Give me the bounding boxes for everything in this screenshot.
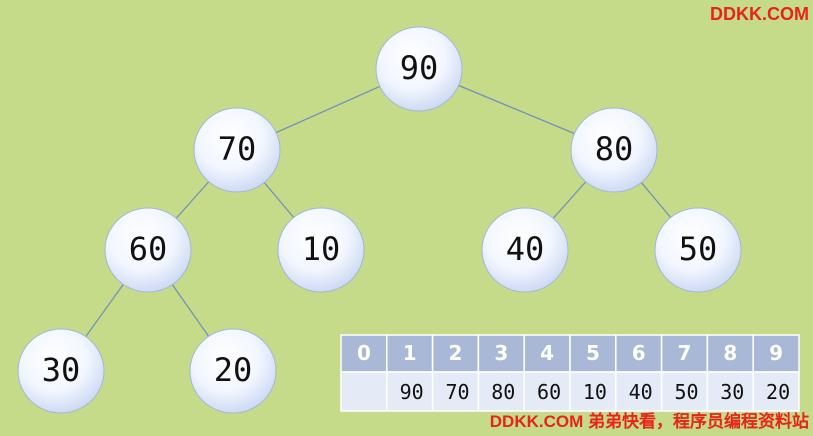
array-value-cell xyxy=(615,371,663,412)
array-value-label: 80 xyxy=(491,380,515,404)
array-index-label: 0 xyxy=(357,341,371,365)
tree-node-circle xyxy=(481,207,569,293)
tree-node: 10 xyxy=(277,207,365,293)
array-index-cell xyxy=(615,334,663,373)
array-value-label: 40 xyxy=(629,380,653,404)
array-index-label: 4 xyxy=(540,341,554,365)
tree-node-label: 90 xyxy=(400,49,439,87)
tree-node-label: 20 xyxy=(214,351,253,389)
array-value-cell xyxy=(340,371,388,412)
array-value-label: 20 xyxy=(766,380,790,404)
tree-node-circle xyxy=(104,207,192,293)
array-value-label: 90 xyxy=(400,380,424,404)
tree-node: 50 xyxy=(654,207,742,293)
array-value-cell xyxy=(386,371,434,412)
array-index-cell xyxy=(523,334,571,373)
array-index-label: 3 xyxy=(494,341,508,365)
tree-node-label: 50 xyxy=(679,230,718,268)
tree-node: 70 xyxy=(193,107,281,193)
tree-node-circle xyxy=(17,328,105,414)
tree-node-label: 10 xyxy=(302,230,341,268)
tree-node-label: 40 xyxy=(506,230,545,268)
tree-node-circle xyxy=(277,207,365,293)
tree-node: 20 xyxy=(189,328,277,414)
array-value-cell xyxy=(431,371,480,412)
array-value-cell xyxy=(660,371,709,412)
tree-node-circle xyxy=(189,328,277,414)
tree-node: 60 xyxy=(104,207,192,293)
array-index-label: 9 xyxy=(769,341,783,365)
array-index-label: 5 xyxy=(586,341,600,365)
array-value-label: 60 xyxy=(537,380,561,404)
array-index-cell xyxy=(386,334,434,373)
array-value-cell xyxy=(752,371,800,412)
tree-node-circle xyxy=(375,26,463,112)
array-index-cell xyxy=(477,334,525,373)
tree-node-label: 60 xyxy=(129,230,168,268)
tree-node: 30 xyxy=(17,328,105,414)
array-value-cell xyxy=(477,371,525,412)
tree-node: 40 xyxy=(481,207,569,293)
array-value-label: 10 xyxy=(583,380,607,404)
tree-node: 80 xyxy=(570,107,658,193)
array-index-label: 2 xyxy=(449,341,463,365)
array-index-label: 8 xyxy=(723,341,737,365)
array-index-label: 7 xyxy=(678,341,692,365)
tree-node-circle xyxy=(654,207,742,293)
watermark-bottom: DDKK.COM 弟弟快看，程序员编程资料站 xyxy=(489,412,809,431)
array-value-label: 30 xyxy=(720,380,744,404)
tree-node: 90 xyxy=(375,26,463,112)
tree-node-label: 80 xyxy=(595,130,634,168)
array-index-label: 6 xyxy=(632,341,646,365)
tree-node-circle xyxy=(193,107,281,193)
array-value-label: 50 xyxy=(674,380,698,404)
array-value-cell xyxy=(706,371,754,412)
watermark-top: DDKK.COM xyxy=(710,4,809,24)
tree-node-label: 70 xyxy=(218,130,257,168)
array-index-cell xyxy=(752,334,800,373)
heap-array-table: 0 1 90 2 70 3 80 4 60 5 10 6 40 7 50 8 30 9 20 xyxy=(340,334,800,412)
array-index-label: 1 xyxy=(403,341,417,365)
tree-node-label: 30 xyxy=(42,351,81,389)
array-value-cell xyxy=(523,371,571,412)
tree-node-circle xyxy=(570,107,658,193)
array-value-label: 70 xyxy=(445,380,469,404)
array-index-cell xyxy=(706,334,754,373)
